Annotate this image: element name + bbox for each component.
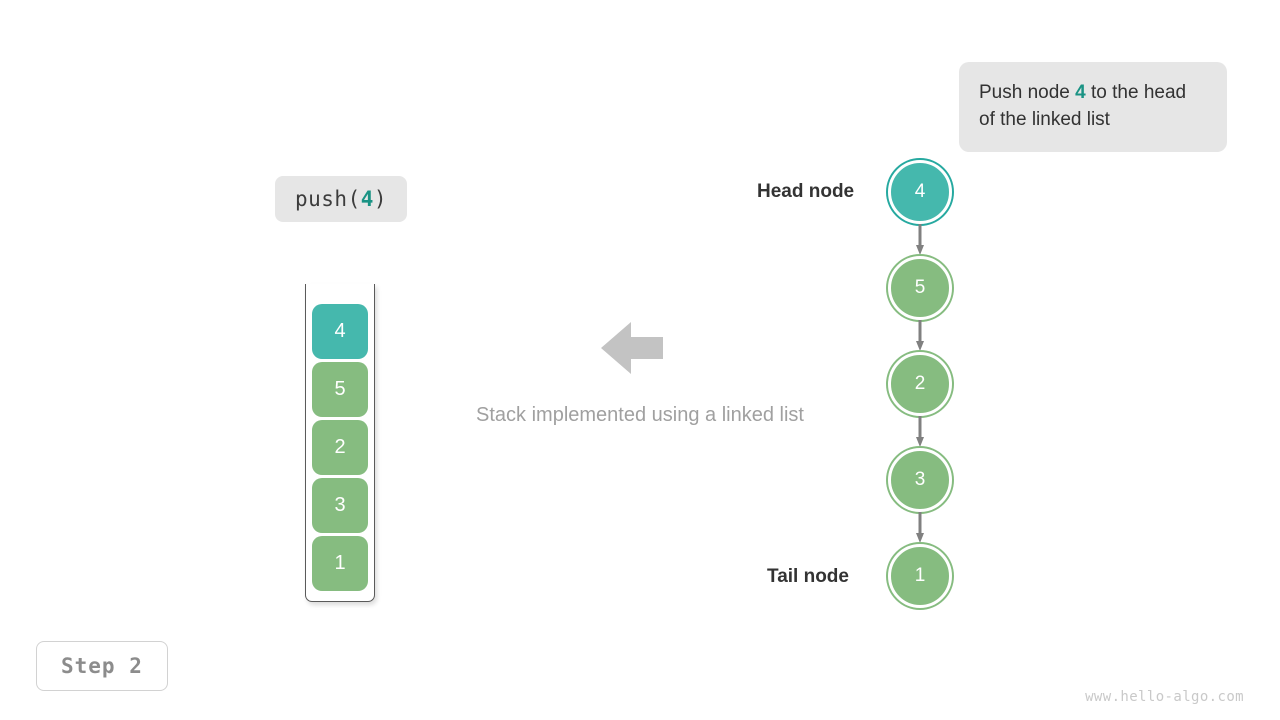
watermark: www.hello-algo.com bbox=[1085, 689, 1244, 705]
stack-cell: 2 bbox=[312, 420, 368, 475]
step-badge: Step 2 bbox=[36, 641, 168, 691]
linked-list-node: 5 bbox=[888, 256, 952, 320]
link-arrow-icon bbox=[916, 512, 924, 544]
link-arrow-icon bbox=[916, 224, 924, 256]
head-node-label: Head node bbox=[757, 181, 855, 202]
link-arrow-icon bbox=[916, 320, 924, 352]
callout-box: Push node 4 to the head of the linked li… bbox=[959, 62, 1227, 152]
link-arrow-icon bbox=[916, 416, 924, 448]
left-arrow-icon bbox=[601, 320, 663, 376]
operation-prefix: push( bbox=[295, 187, 361, 211]
tail-node-label: Tail node bbox=[767, 566, 849, 587]
linked-list-node: 2 bbox=[888, 352, 952, 416]
stack-cell: 4 bbox=[312, 304, 368, 359]
operation-label: push(4) bbox=[275, 176, 408, 222]
stack-container: 4 5 2 3 1 bbox=[305, 284, 375, 602]
callout-highlight-value: 4 bbox=[1075, 82, 1086, 103]
stack-cell: 5 bbox=[312, 362, 368, 417]
linked-list-node: 1 bbox=[888, 544, 952, 608]
diagram-caption: Stack implemented using a linked list bbox=[476, 404, 804, 426]
operation-argument: 4 bbox=[360, 187, 374, 211]
operation-suffix: ) bbox=[373, 187, 388, 211]
linked-list-node: 4 bbox=[888, 160, 952, 224]
stack-cell: 1 bbox=[312, 536, 368, 591]
linked-list-node: 3 bbox=[888, 448, 952, 512]
callout-text-after: to the head of the linked list bbox=[979, 82, 1187, 130]
callout-text-before: Push node bbox=[979, 82, 1076, 103]
stack-cell: 3 bbox=[312, 478, 368, 533]
stack-items: 4 5 2 3 1 bbox=[312, 304, 368, 591]
